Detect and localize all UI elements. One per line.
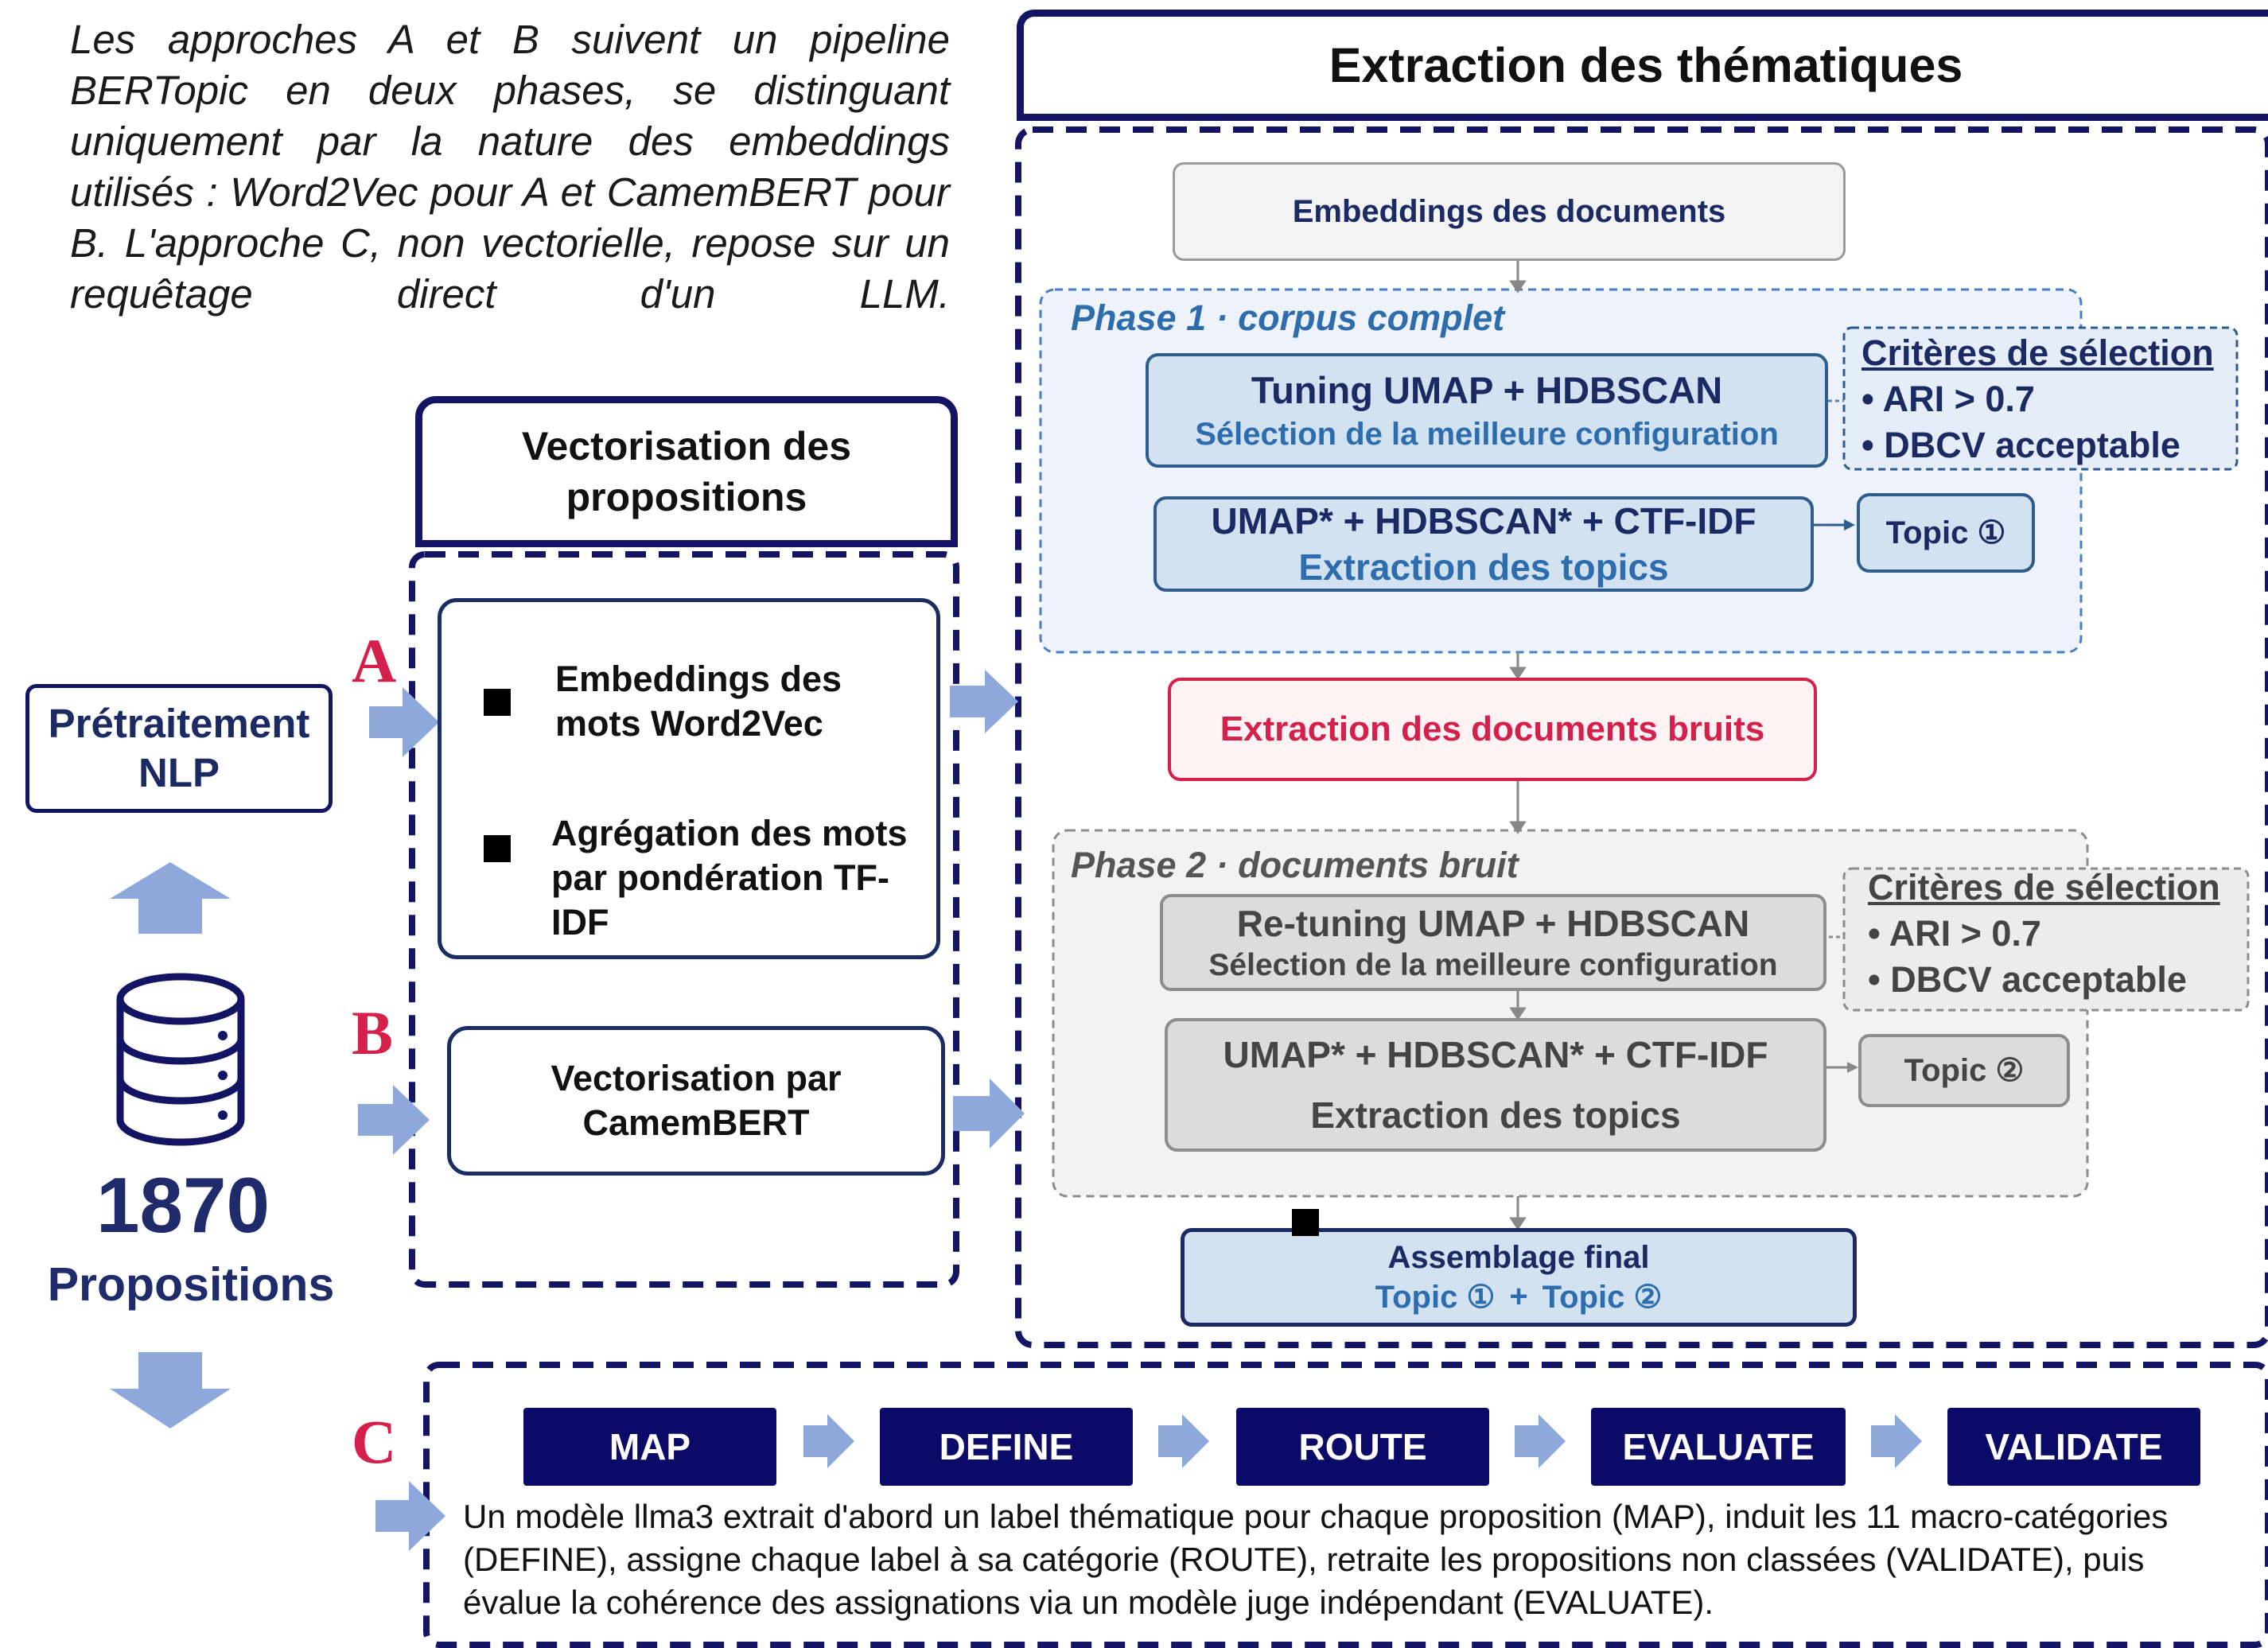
bullet-icon [484, 835, 511, 862]
phase2-umap-box: UMAP* + HDBSCAN* + CTF-IDF Extraction de… [1165, 1018, 1826, 1152]
phase1-tuning-box: Tuning UMAP + HDBSCAN Sélection de la me… [1146, 353, 1828, 468]
approach-letter-a: A [352, 626, 397, 695]
flow-arrowhead [1509, 280, 1527, 293]
phase2-topic-box: Topic ② [1858, 1034, 2070, 1107]
flow-arrowhead [1509, 667, 1527, 680]
phase2-criteria-item: • DBCV acceptable [1868, 959, 2187, 1000]
phase2-label: Phase 2 · documents bruit [1071, 845, 1519, 885]
proposition-count-label: Propositions [47, 1258, 335, 1311]
approach-letter-b: B [352, 998, 394, 1067]
step-define: DEFINE [880, 1408, 1133, 1486]
arrow-b-to-extraction [953, 1079, 1025, 1149]
phase2-tuning-subtitle: Sélection de la meilleure configuration [1208, 948, 1778, 982]
final-plus: + [1509, 1278, 1528, 1314]
final-assembly-box: Assemblage final Topic ① + Topic ② [1181, 1228, 1857, 1327]
extraction-title: Extraction des thématiques [1017, 10, 2268, 121]
arrow-into-b [358, 1085, 430, 1155]
final-assembly-title: Assemblage final [1387, 1239, 1650, 1275]
phase1-criteria-item: • ARI > 0.7 [1861, 379, 2035, 419]
arrow-a-to-extraction [950, 670, 1018, 733]
final-topic-2: Topic ② [1542, 1279, 1663, 1315]
phase2-tuning-title: Re-tuning UMAP + HDBSCAN [1236, 903, 1750, 944]
topic1-arrowhead [1844, 519, 1855, 531]
step-arrow [1515, 1414, 1566, 1468]
phase1-umap-title: UMAP* + HDBSCAN* + CTF-IDF [1211, 500, 1756, 542]
approach-a-box [438, 598, 940, 959]
bullet-icon [484, 689, 511, 716]
phase1-label: Phase 1 · corpus complet [1071, 297, 1505, 338]
phase2-criteria-title: Critères de sélection [1868, 867, 2220, 908]
arrow-into-c [375, 1481, 445, 1551]
arrow-down-to-approach-c [110, 1352, 231, 1428]
approach-a-item: Embeddings des mots Word2Vec [555, 659, 842, 744]
flow-arrowhead [1509, 821, 1527, 834]
step-validate: VALIDATE [1947, 1408, 2200, 1486]
phase2-criteria-item: • ARI > 0.7 [1868, 913, 2041, 954]
database-icon [116, 973, 245, 1146]
preprocessing-box: Prétraitement NLP [25, 684, 333, 813]
phase2-umap-subtitle: Extraction des topics [1310, 1094, 1681, 1136]
arrow-up-to-preprocessing [110, 862, 231, 934]
phase1-tuning-subtitle: Sélection de la meilleure configuration [1195, 417, 1779, 452]
phase1-criteria-item: • DBCV acceptable [1861, 425, 2180, 465]
embeddings-box: Embeddings des documents [1173, 162, 1846, 261]
approach-letter-c: C [352, 1407, 397, 1476]
final-assembly-topics: Topic ① + Topic ② [1375, 1279, 1663, 1316]
bullet-icon [1292, 1209, 1319, 1236]
phase2-umap-title: UMAP* + HDBSCAN* + CTF-IDF [1223, 1034, 1768, 1075]
final-topic-1: Topic ① [1375, 1279, 1496, 1315]
phase1-umap-subtitle: Extraction des topics [1298, 546, 1669, 588]
noise-extraction-box: Extraction des documents bruits [1168, 678, 1817, 781]
step-map: MAP [523, 1408, 776, 1486]
phase1-topic-box: Topic ① [1857, 493, 2035, 573]
approach-b-box: Vectorisation par CamemBERT [447, 1026, 945, 1176]
approach-a-item: Agrégation des mots par pondération TF-I… [551, 813, 908, 943]
topic2-arrowhead [1847, 1062, 1858, 1073]
phase1-umap-box: UMAP* + HDBSCAN* + CTF-IDF Extraction de… [1153, 496, 1814, 592]
arrow-into-a [369, 687, 439, 757]
step-arrow [1158, 1414, 1209, 1468]
step-arrow [803, 1414, 854, 1468]
phase2-tuning-box: Re-tuning UMAP + HDBSCAN Sélection de la… [1160, 894, 1826, 991]
step-arrow [1871, 1414, 1922, 1468]
step-route: ROUTE [1236, 1408, 1489, 1486]
intro-paragraph: Les approches A et B suivent un pipeline… [70, 17, 950, 317]
proposition-count: 1870 [95, 1160, 270, 1249]
vectorisation-title: Vectorisation des propositions [415, 396, 958, 547]
approach-c-description: Un modèle llma3 extrait d'abord un label… [463, 1498, 2169, 1621]
phase1-tuning-title: Tuning UMAP + HDBSCAN [1251, 369, 1723, 411]
phase1-criteria-title: Critères de sélection [1861, 332, 2214, 373]
flow-arrowhead [1509, 1217, 1527, 1230]
flow-arrowhead [1509, 1007, 1527, 1020]
step-evaluate: EVALUATE [1591, 1408, 1846, 1486]
